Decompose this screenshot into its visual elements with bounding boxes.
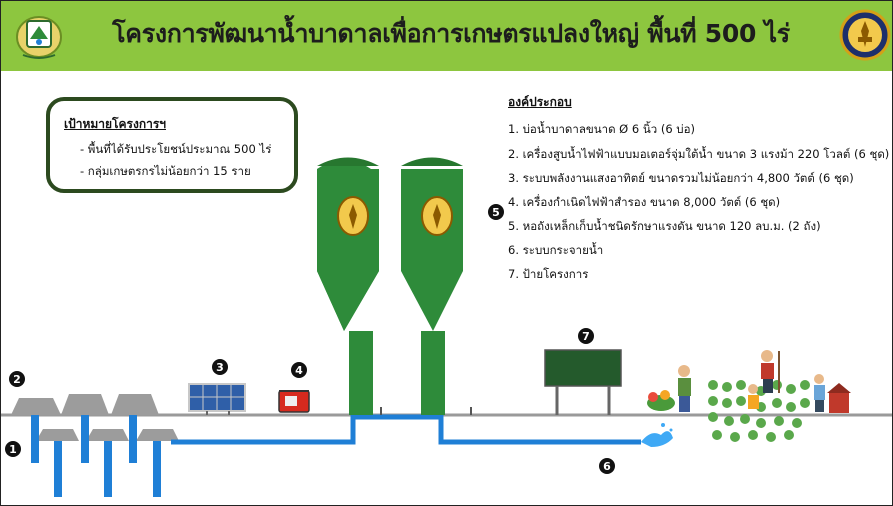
marker-5-label: 5 — [492, 206, 500, 219]
royal-seal-icon — [839, 9, 891, 61]
marker-2: 2 — [9, 371, 25, 387]
goal-item: - กลุ่มเกษตรกรไม่น้อยกว่า 15 ราย — [80, 164, 251, 178]
farmers-and-crops-icon — [647, 350, 851, 442]
component-item: 7. ป้ายโครงการ — [508, 267, 589, 281]
goals-panel: เป้าหมายโครงการฯ - พื้นที่ได้รับประโยชน์… — [46, 97, 298, 193]
component-item: 6. ระบบกระจายน้ำ — [508, 243, 604, 257]
component-item: 2. เครื่องสูบน้ำไฟฟ้าแบบมอเตอร์จุ่มใต้น้… — [508, 147, 890, 161]
marker-6: 6 — [599, 458, 615, 474]
component-item: 1. บ่อน้ำบาดาลขนาด Ø 6 นิ้ว (6 บ่อ) — [508, 122, 695, 136]
goals-heading: เป้าหมายโครงการฯ — [64, 117, 167, 131]
component-item: 4. เครื่องกำเนิดไฟฟ้าสำรอง ขนาด 8,000 วั… — [508, 195, 781, 209]
distribution-pipe — [171, 414, 641, 445]
wells — [31, 415, 161, 497]
pump-houses — [11, 394, 179, 441]
marker-3-label: 3 — [216, 361, 224, 374]
marker-7: 7 — [578, 328, 594, 344]
marker-5: 5 — [488, 204, 504, 220]
solar-panel-icon — [188, 383, 246, 415]
marker-3: 3 — [212, 359, 228, 375]
marker-7-label: 7 — [582, 330, 590, 343]
marker-4-label: 4 — [295, 364, 303, 377]
goal-item: - พื้นที่ได้รับประโยชน์ประมาณ 500 ไร่ — [80, 142, 272, 156]
water-tower-left — [317, 157, 379, 415]
components-heading: องค์ประกอบ — [508, 95, 572, 109]
project-sign-icon — [544, 349, 622, 415]
generator-icon — [278, 390, 310, 413]
component-item: 5. หอถังเหล็กเก็บน้ำชนิดรักษาแรงดัน ขนาด… — [508, 219, 821, 233]
marker-6-label: 6 — [603, 460, 611, 473]
department-emblem-icon — [16, 16, 62, 59]
water-tower-right — [401, 157, 463, 415]
marker-1: 1 — [5, 441, 21, 457]
marker-4: 4 — [291, 362, 307, 378]
marker-1-label: 1 — [9, 443, 17, 456]
title-banner — [1, 1, 892, 71]
water-splash-icon — [641, 423, 673, 447]
component-item: 3. ระบบพลังงานแสงอาทิตย์ ขนาดรวมไม่น้อยก… — [508, 171, 854, 185]
marker-2-label: 2 — [13, 373, 21, 386]
page-title: โครงการพัฒนาน้ำบาดาลเพื่อการเกษตรแปลงใหญ… — [112, 19, 790, 48]
